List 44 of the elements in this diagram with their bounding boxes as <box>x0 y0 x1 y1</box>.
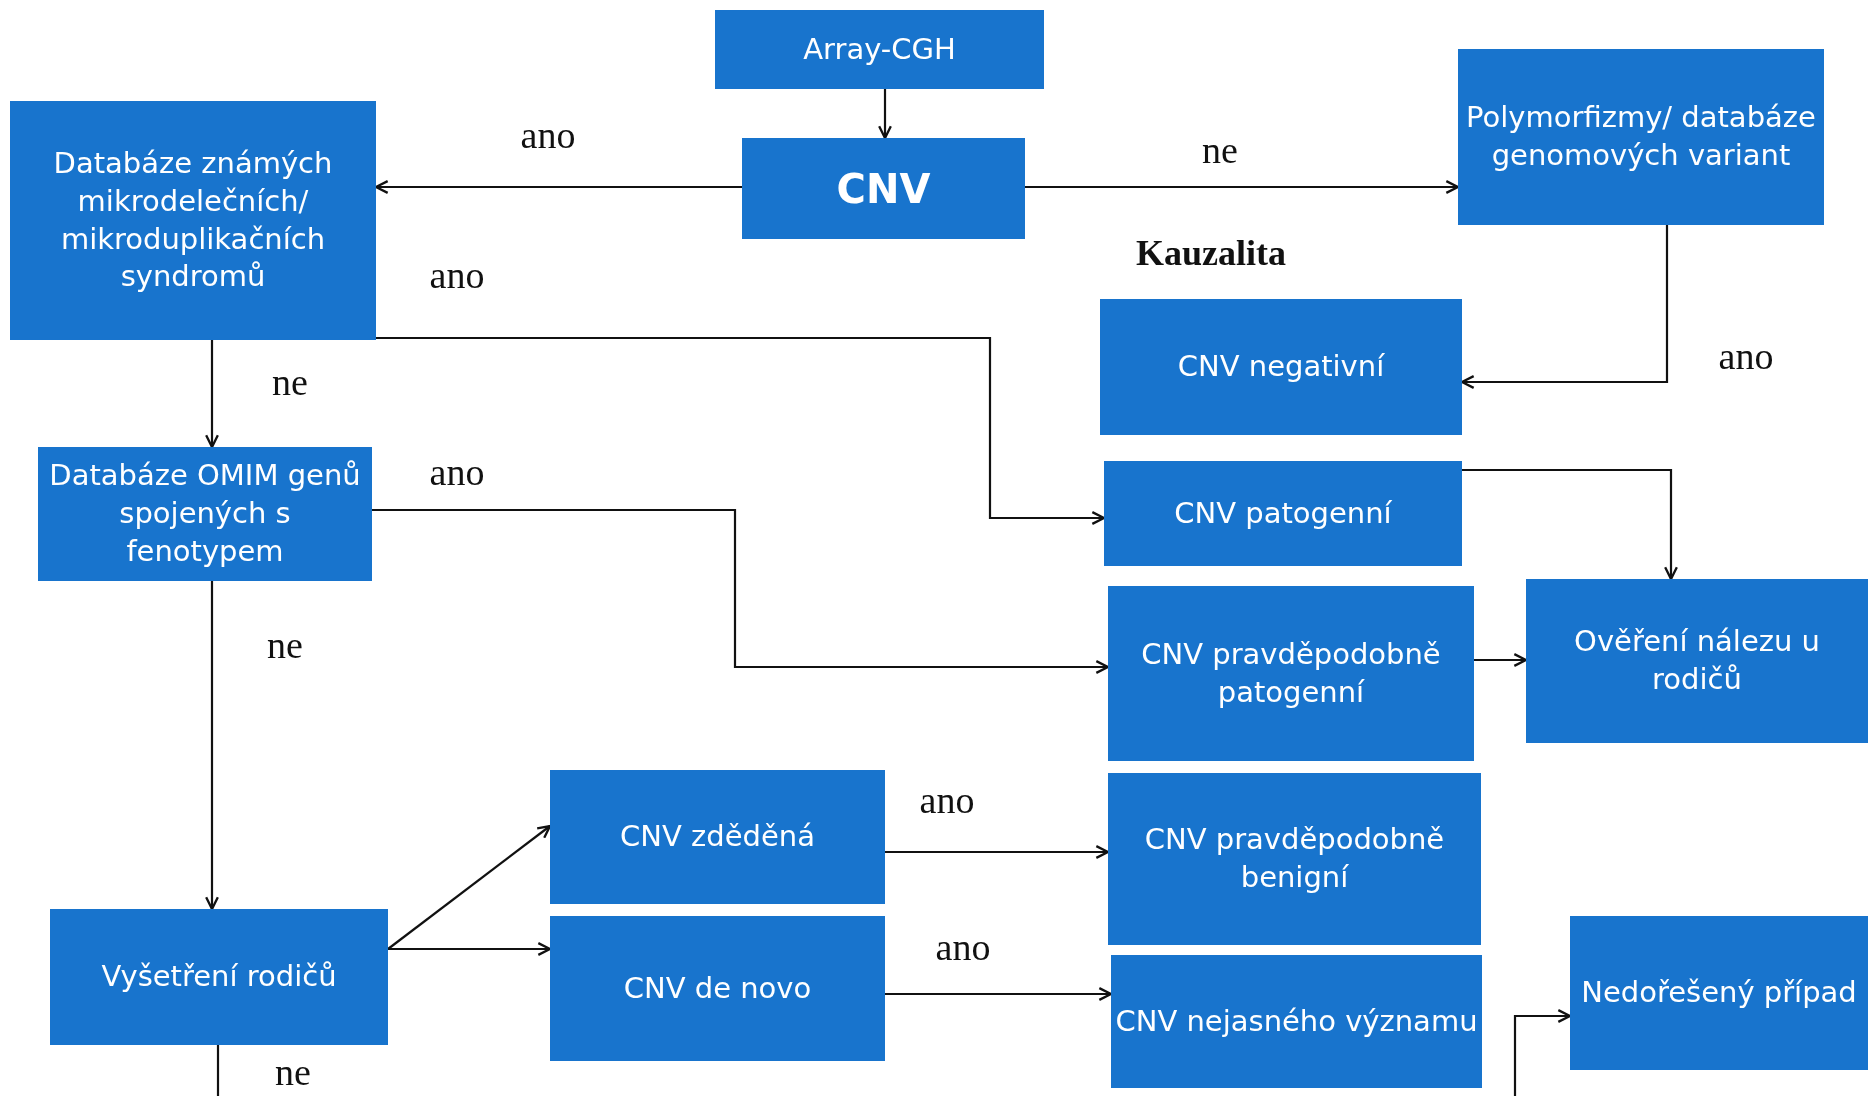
arrow <box>1462 468 1678 581</box>
section-heading: Kauzalita <box>1136 232 1286 274</box>
process-box <box>1526 579 1868 743</box>
process-box <box>50 909 388 1045</box>
arrow <box>387 824 552 950</box>
box-text: CNV <box>836 164 931 214</box>
arrow <box>885 845 1110 859</box>
box-text: CNV pravděpodobně benigní <box>1143 821 1446 896</box>
arrow <box>878 89 892 140</box>
box-text: Polymorfizmy/ databáze genomových variant <box>1465 99 1817 174</box>
process-box <box>550 916 885 1061</box>
box-text: CNV de novo <box>623 969 812 1007</box>
box-text: Ověření nálezu u rodičů <box>1573 623 1821 698</box>
arrow <box>376 336 1106 525</box>
box-text: Databáze známých mikrodelečních/ mikroduplikačních syndromů <box>52 145 334 296</box>
arrow <box>205 581 219 911</box>
box-text: Vyšetření rodičů <box>101 958 337 996</box>
process-box <box>1100 299 1462 435</box>
arrow <box>1474 653 1528 667</box>
box-text: Nedořešený případ <box>1581 974 1857 1012</box>
process-box <box>1104 461 1462 566</box>
box-text: CNV zděděná <box>620 818 815 856</box>
arrow <box>885 987 1113 1001</box>
box-text: CNV pravděpodobně patogenní <box>1140 635 1442 711</box>
process-box <box>1111 955 1482 1088</box>
process-box <box>1108 586 1474 761</box>
box-text: CNV nejasného významu <box>1115 1002 1478 1040</box>
process-box <box>742 138 1025 239</box>
arrow <box>1513 1009 1572 1096</box>
arrow <box>205 340 219 449</box>
process-box <box>1108 773 1481 945</box>
box-text: CNV negativní <box>1177 348 1385 386</box>
process-box <box>38 447 372 581</box>
box-text: CNV patogenní <box>1174 494 1392 532</box>
arrow <box>1025 180 1460 194</box>
process-box <box>1458 49 1824 225</box>
arrow <box>372 508 1110 674</box>
process-box <box>1570 916 1868 1070</box>
arrow <box>388 942 552 956</box>
process-box <box>10 101 376 340</box>
box-text: Databáze OMIM genů spojených s fenotypem <box>48 457 362 570</box>
process-box <box>550 770 885 904</box>
box-text: Array-CGH <box>803 30 956 68</box>
process-box <box>715 10 1044 89</box>
